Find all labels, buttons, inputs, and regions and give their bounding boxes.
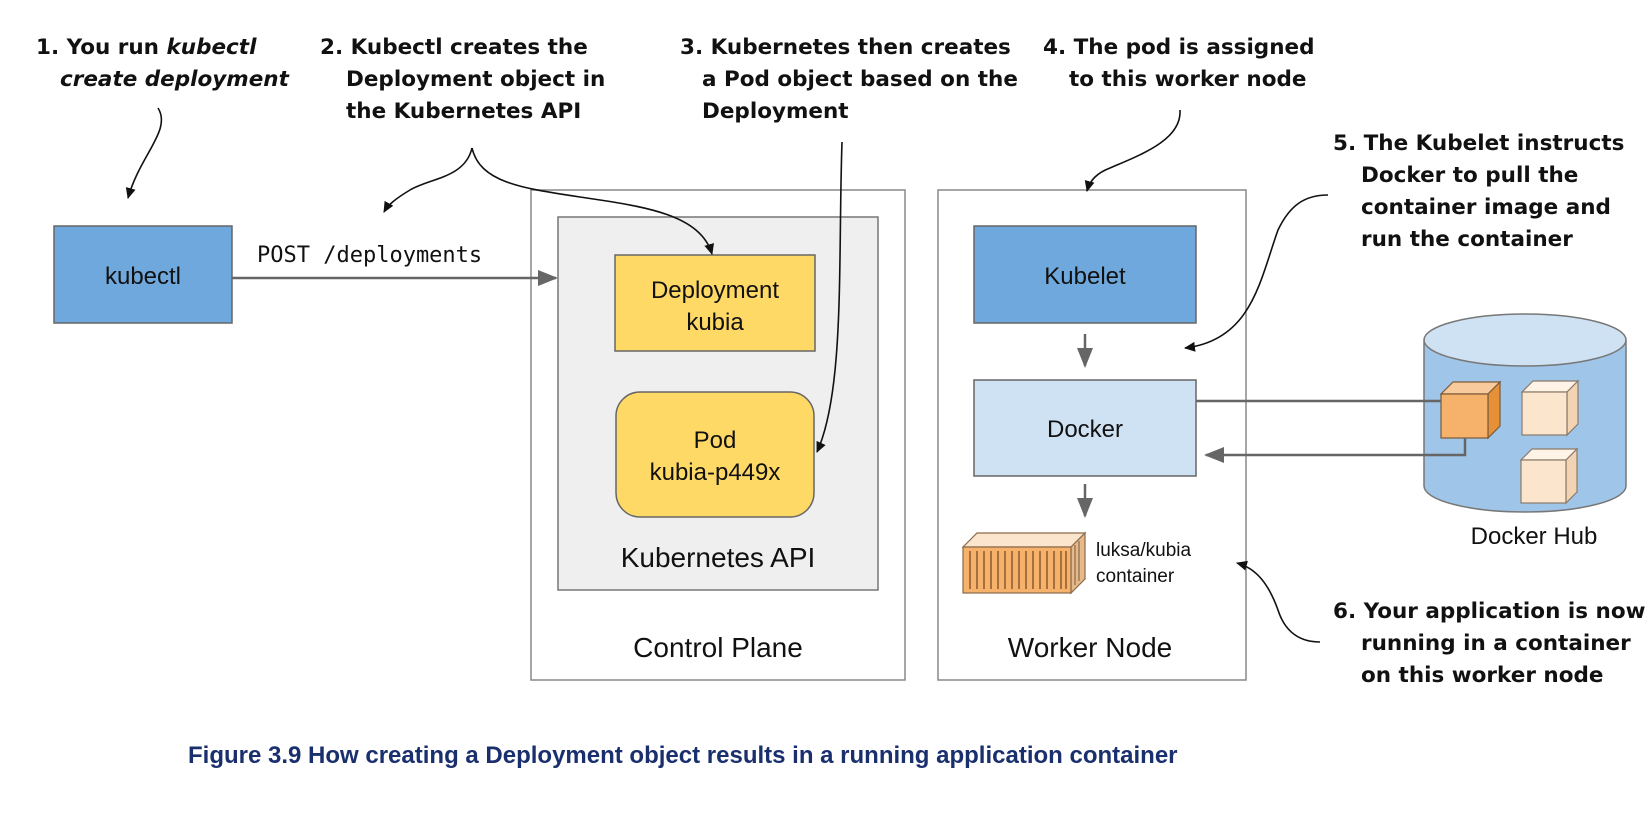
step5-arrow <box>1184 194 1329 352</box>
image-cube-1 <box>1520 379 1580 437</box>
kubectl-box <box>53 225 233 324</box>
step5-line2: Docker to pull the <box>1361 163 1579 188</box>
step5-line3: container image and <box>1361 195 1611 220</box>
pod-label-line2: kubia-p449x <box>650 459 781 486</box>
docker-box <box>973 379 1197 477</box>
container-label-line1: luksa/kubia <box>1096 540 1191 561</box>
image-cube-orange <box>1439 380 1502 440</box>
step4-arrow <box>1084 109 1181 192</box>
post-label: POST /deployments <box>257 243 482 268</box>
step2-line3: the Kubernetes API <box>346 99 582 124</box>
step2-annotation: 2. Kubectl creates the Deployment object… <box>320 32 605 128</box>
step5-line4: run the container <box>1361 227 1573 252</box>
figure-caption: Figure 3.9 How creating a Deployment obj… <box>188 742 1178 769</box>
step1-line2: create deployment <box>60 67 289 92</box>
step5-line1: 5. The Kubelet instructs <box>1333 131 1625 156</box>
control-plane-label: Control Plane <box>633 632 803 663</box>
step5-annotation: 5. The Kubelet instructs Docker to pull … <box>1333 128 1624 256</box>
deployment-box <box>614 254 816 352</box>
step6-arrow <box>1236 560 1321 643</box>
step3-line3: Deployment <box>702 99 849 124</box>
worker-node-label: Worker Node <box>1008 632 1172 663</box>
docker-hub-label: Docker Hub <box>1471 523 1598 550</box>
step2-arrow-right <box>471 147 714 255</box>
step1-line1: 1. You run kubectl <box>36 32 289 64</box>
step3-line2: a Pod object based on the <box>702 67 1018 92</box>
step4-line1: 4. The pod is assigned <box>1043 35 1315 60</box>
step2-line1: 2. Kubectl creates the <box>320 35 588 60</box>
step1-prefix: 1. You run <box>36 35 167 60</box>
step6-annotation: 6. Your application is now running in a … <box>1333 596 1645 692</box>
pod-box <box>615 391 815 518</box>
step6-line3: on this worker node <box>1361 663 1604 688</box>
step6-line2: running in a container <box>1361 631 1631 656</box>
container-label-line2: container <box>1096 566 1175 587</box>
step1-annotation: 1. You run kubectl create deployment <box>36 32 289 96</box>
step2-line2: Deployment object in <box>346 67 606 92</box>
kubernetes-api-label: Kubernetes API <box>621 542 816 573</box>
pod-label-line1: Pod <box>694 427 737 454</box>
docker-label: Docker <box>1047 416 1123 443</box>
kubectl-label: kubectl <box>105 263 181 290</box>
step4-line2: to this worker node <box>1069 67 1307 92</box>
step3-line1: 3. Kubernetes then creates <box>680 35 1011 60</box>
kubelet-label: Kubelet <box>1044 263 1126 290</box>
step3-arrow <box>816 141 843 453</box>
image-cube-2 <box>1519 447 1579 505</box>
step1-command: kubectl <box>166 35 257 60</box>
deployment-label-line2: kubia <box>686 309 744 336</box>
deployment-label-line1: Deployment <box>651 277 779 304</box>
hub-to-docker-arrow <box>1204 438 1467 463</box>
step2-arrow-left <box>383 147 473 213</box>
step4-annotation: 4. The pod is assigned to this worker no… <box>1043 32 1314 96</box>
container-icon <box>961 531 1087 595</box>
kubelet-box <box>973 225 1197 324</box>
step3-annotation: 3. Kubernetes then creates a Pod object … <box>680 32 1018 128</box>
step1-arrow <box>125 107 163 199</box>
step6-line1: 6. Your application is now <box>1333 599 1646 624</box>
